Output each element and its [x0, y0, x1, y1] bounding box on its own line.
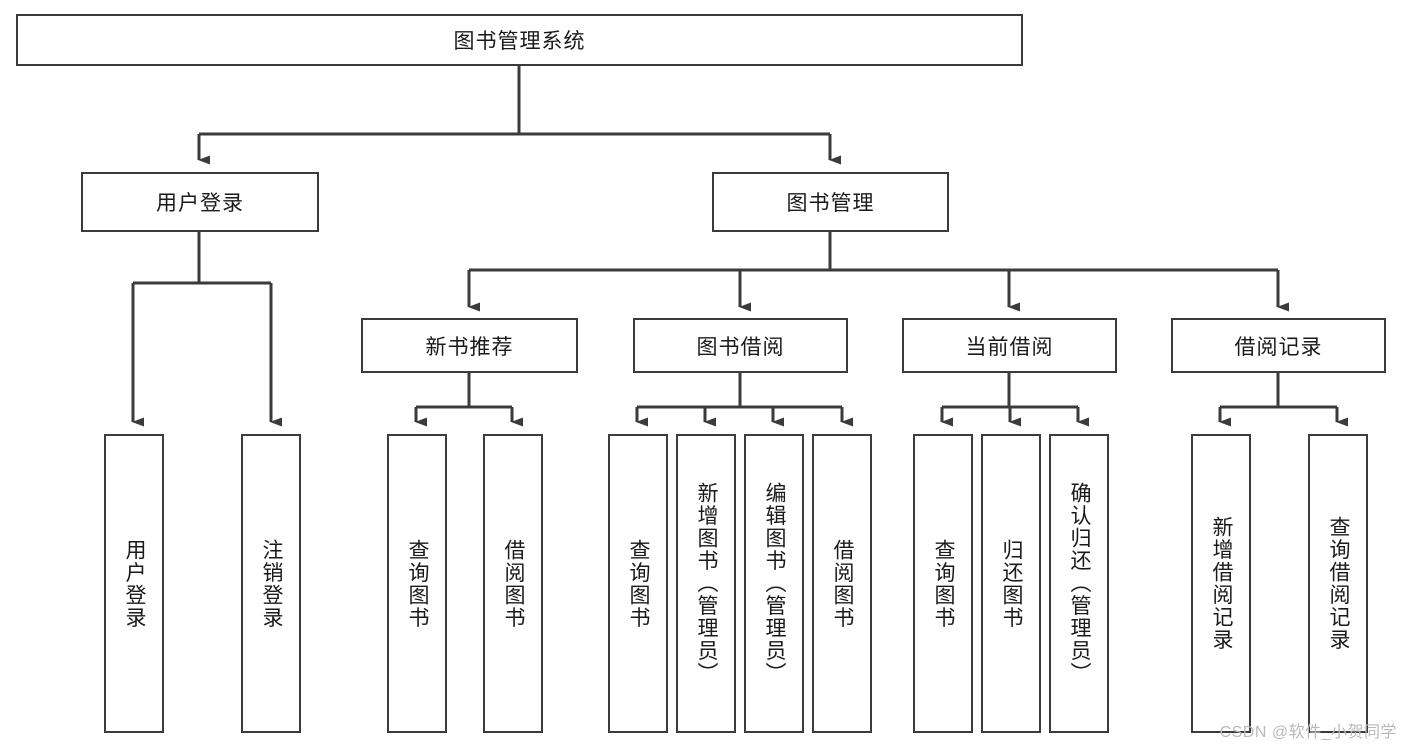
node-label: 注销登录 [260, 538, 284, 629]
node-label: 借阅图书 [831, 538, 855, 629]
leaf-user-login-login[interactable]: 用户登录 [104, 434, 164, 733]
leaf-book-borrow-edit[interactable]: 编辑图书（管理员） [744, 434, 804, 733]
node-book-management[interactable]: 图书管理 [712, 172, 949, 232]
leaf-current-borrow-query[interactable]: 查询图书 [913, 434, 973, 733]
leaf-book-borrow-add[interactable]: 新增图书（管理员） [676, 434, 736, 733]
node-label: 归还图书 [1000, 538, 1024, 629]
node-label: 当前借阅 [965, 335, 1054, 359]
watermark-text: CSDN @软件_小贺同学 [1219, 724, 1397, 741]
node-label: 用户登录 [123, 538, 147, 629]
leaf-book-borrow-borrow[interactable]: 借阅图书 [812, 434, 872, 733]
node-label: 图书借阅 [696, 335, 785, 359]
leaf-book-borrow-query[interactable]: 查询图书 [608, 434, 668, 733]
node-label: 编辑图书（管理员） [763, 482, 787, 685]
node-label: 查询图书 [406, 538, 430, 629]
node-label: 查询图书 [932, 538, 956, 629]
leaf-borrow-record-query[interactable]: 查询借阅记录 [1308, 434, 1368, 733]
node-label: 新书推荐 [425, 335, 514, 359]
node-label: 借阅图书 [502, 538, 526, 629]
node-label: 查询图书 [627, 538, 651, 629]
node-current-borrow[interactable]: 当前借阅 [902, 318, 1117, 373]
leaf-current-borrow-return[interactable]: 归还图书 [981, 434, 1041, 733]
node-root-system[interactable]: 图书管理系统 [16, 14, 1023, 66]
node-user-login[interactable]: 用户登录 [81, 172, 319, 232]
node-label: 查询借阅记录 [1327, 516, 1351, 651]
node-label: 用户登录 [156, 192, 244, 215]
node-book-borrow[interactable]: 图书借阅 [633, 318, 848, 373]
node-borrow-record[interactable]: 借阅记录 [1171, 318, 1386, 373]
leaf-current-borrow-confirm[interactable]: 确认归还（管理员） [1049, 434, 1109, 733]
node-label: 新增图书（管理员） [695, 482, 719, 685]
node-label: 确认归还（管理员） [1068, 482, 1092, 685]
leaf-borrow-record-add[interactable]: 新增借阅记录 [1191, 434, 1251, 733]
node-new-book-recommend[interactable]: 新书推荐 [361, 318, 578, 373]
leaf-new-book-borrow[interactable]: 借阅图书 [483, 434, 543, 733]
leaf-user-login-logout[interactable]: 注销登录 [241, 434, 301, 733]
node-label: 图书管理系统 [453, 30, 586, 53]
node-label: 图书管理 [786, 192, 875, 215]
node-label: 借阅记录 [1234, 335, 1323, 359]
leaf-new-book-query[interactable]: 查询图书 [387, 434, 447, 733]
node-label: 新增借阅记录 [1210, 516, 1234, 651]
